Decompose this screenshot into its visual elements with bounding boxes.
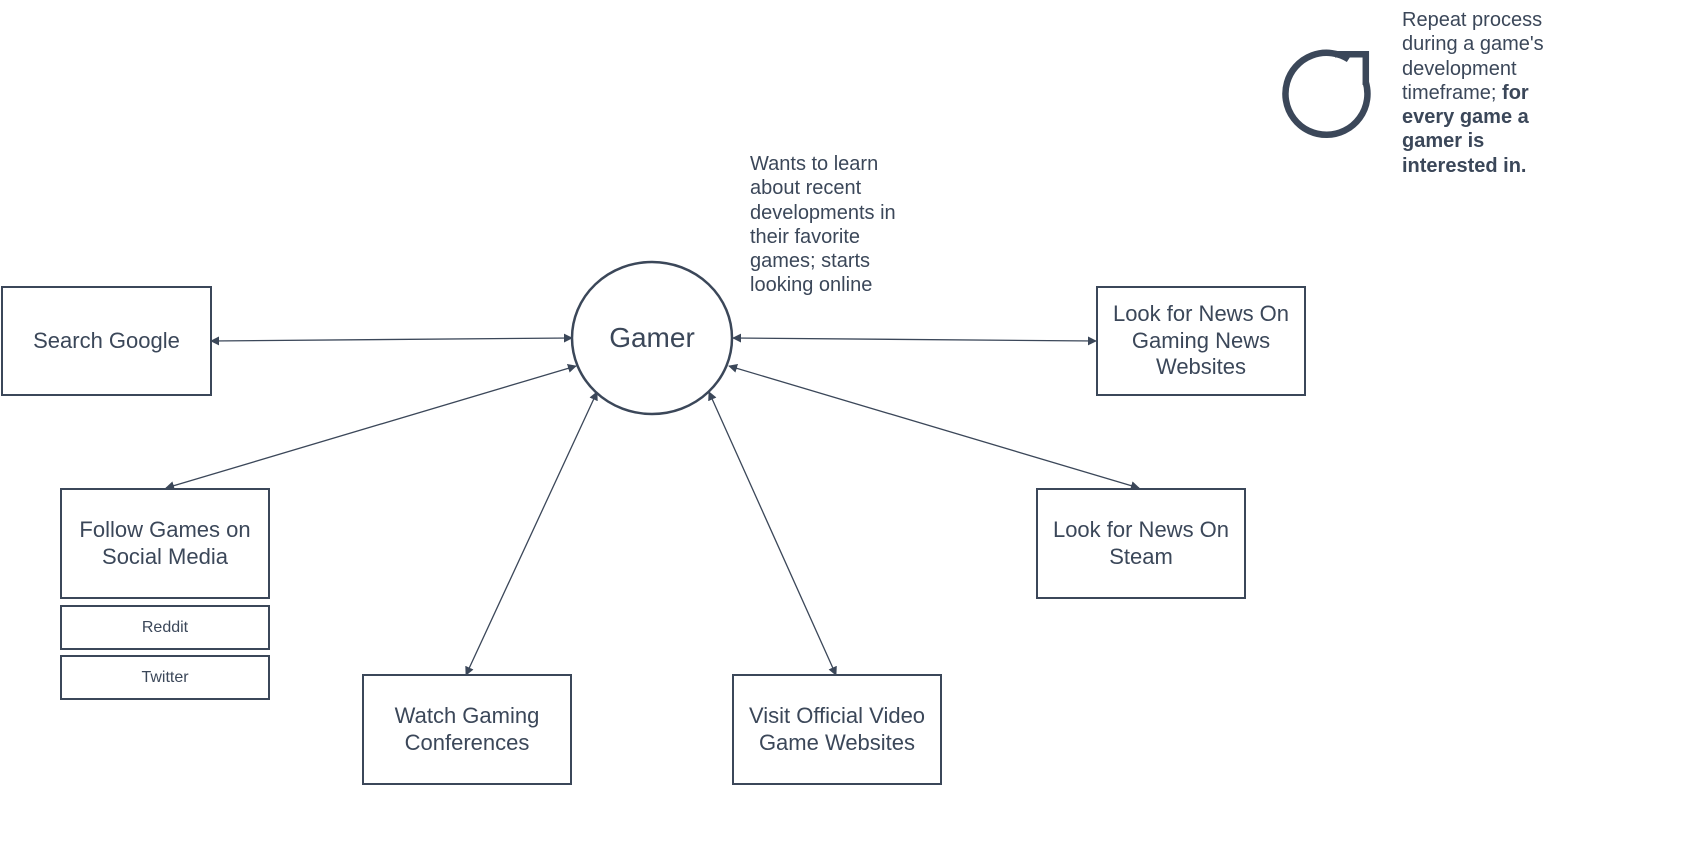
- node-gaming-conferences[interactable]: Watch Gaming Conferences: [362, 674, 572, 785]
- intent-note: Wants to learn about recent developments…: [750, 153, 896, 297]
- node-twitter[interactable]: Twitter: [60, 655, 270, 700]
- connector-search-google: [210, 333, 573, 346]
- connector-conferences: [465, 391, 598, 676]
- node-follow-social-media[interactable]: Follow Games on Social Media: [60, 488, 270, 599]
- node-reddit[interactable]: Reddit: [60, 605, 270, 650]
- connector-social-media: [165, 363, 577, 491]
- repeat-note-text: Repeat process during a game's developme…: [1402, 9, 1544, 104]
- gamer-label: Gamer: [609, 322, 695, 353]
- node-official-websites[interactable]: Visit Official Video Game Websites: [732, 674, 942, 785]
- gamer-circle: [570, 260, 734, 416]
- node-gaming-news-websites[interactable]: Look for News On Gaming News Websites: [1096, 286, 1306, 396]
- node-search-google[interactable]: Search Google: [1, 286, 212, 396]
- connector-gaming-news: [732, 333, 1097, 346]
- repeat-note: Repeat process during a game's developme…: [1402, 8, 1552, 178]
- refresh-icon: [1282, 49, 1371, 138]
- connector-steam: [728, 363, 1140, 491]
- node-steam-news[interactable]: Look for News On Steam: [1036, 488, 1246, 599]
- repeat-note-emphasis: for every game a gamer is interested in.: [1402, 81, 1529, 177]
- connector-official-sites: [708, 391, 837, 676]
